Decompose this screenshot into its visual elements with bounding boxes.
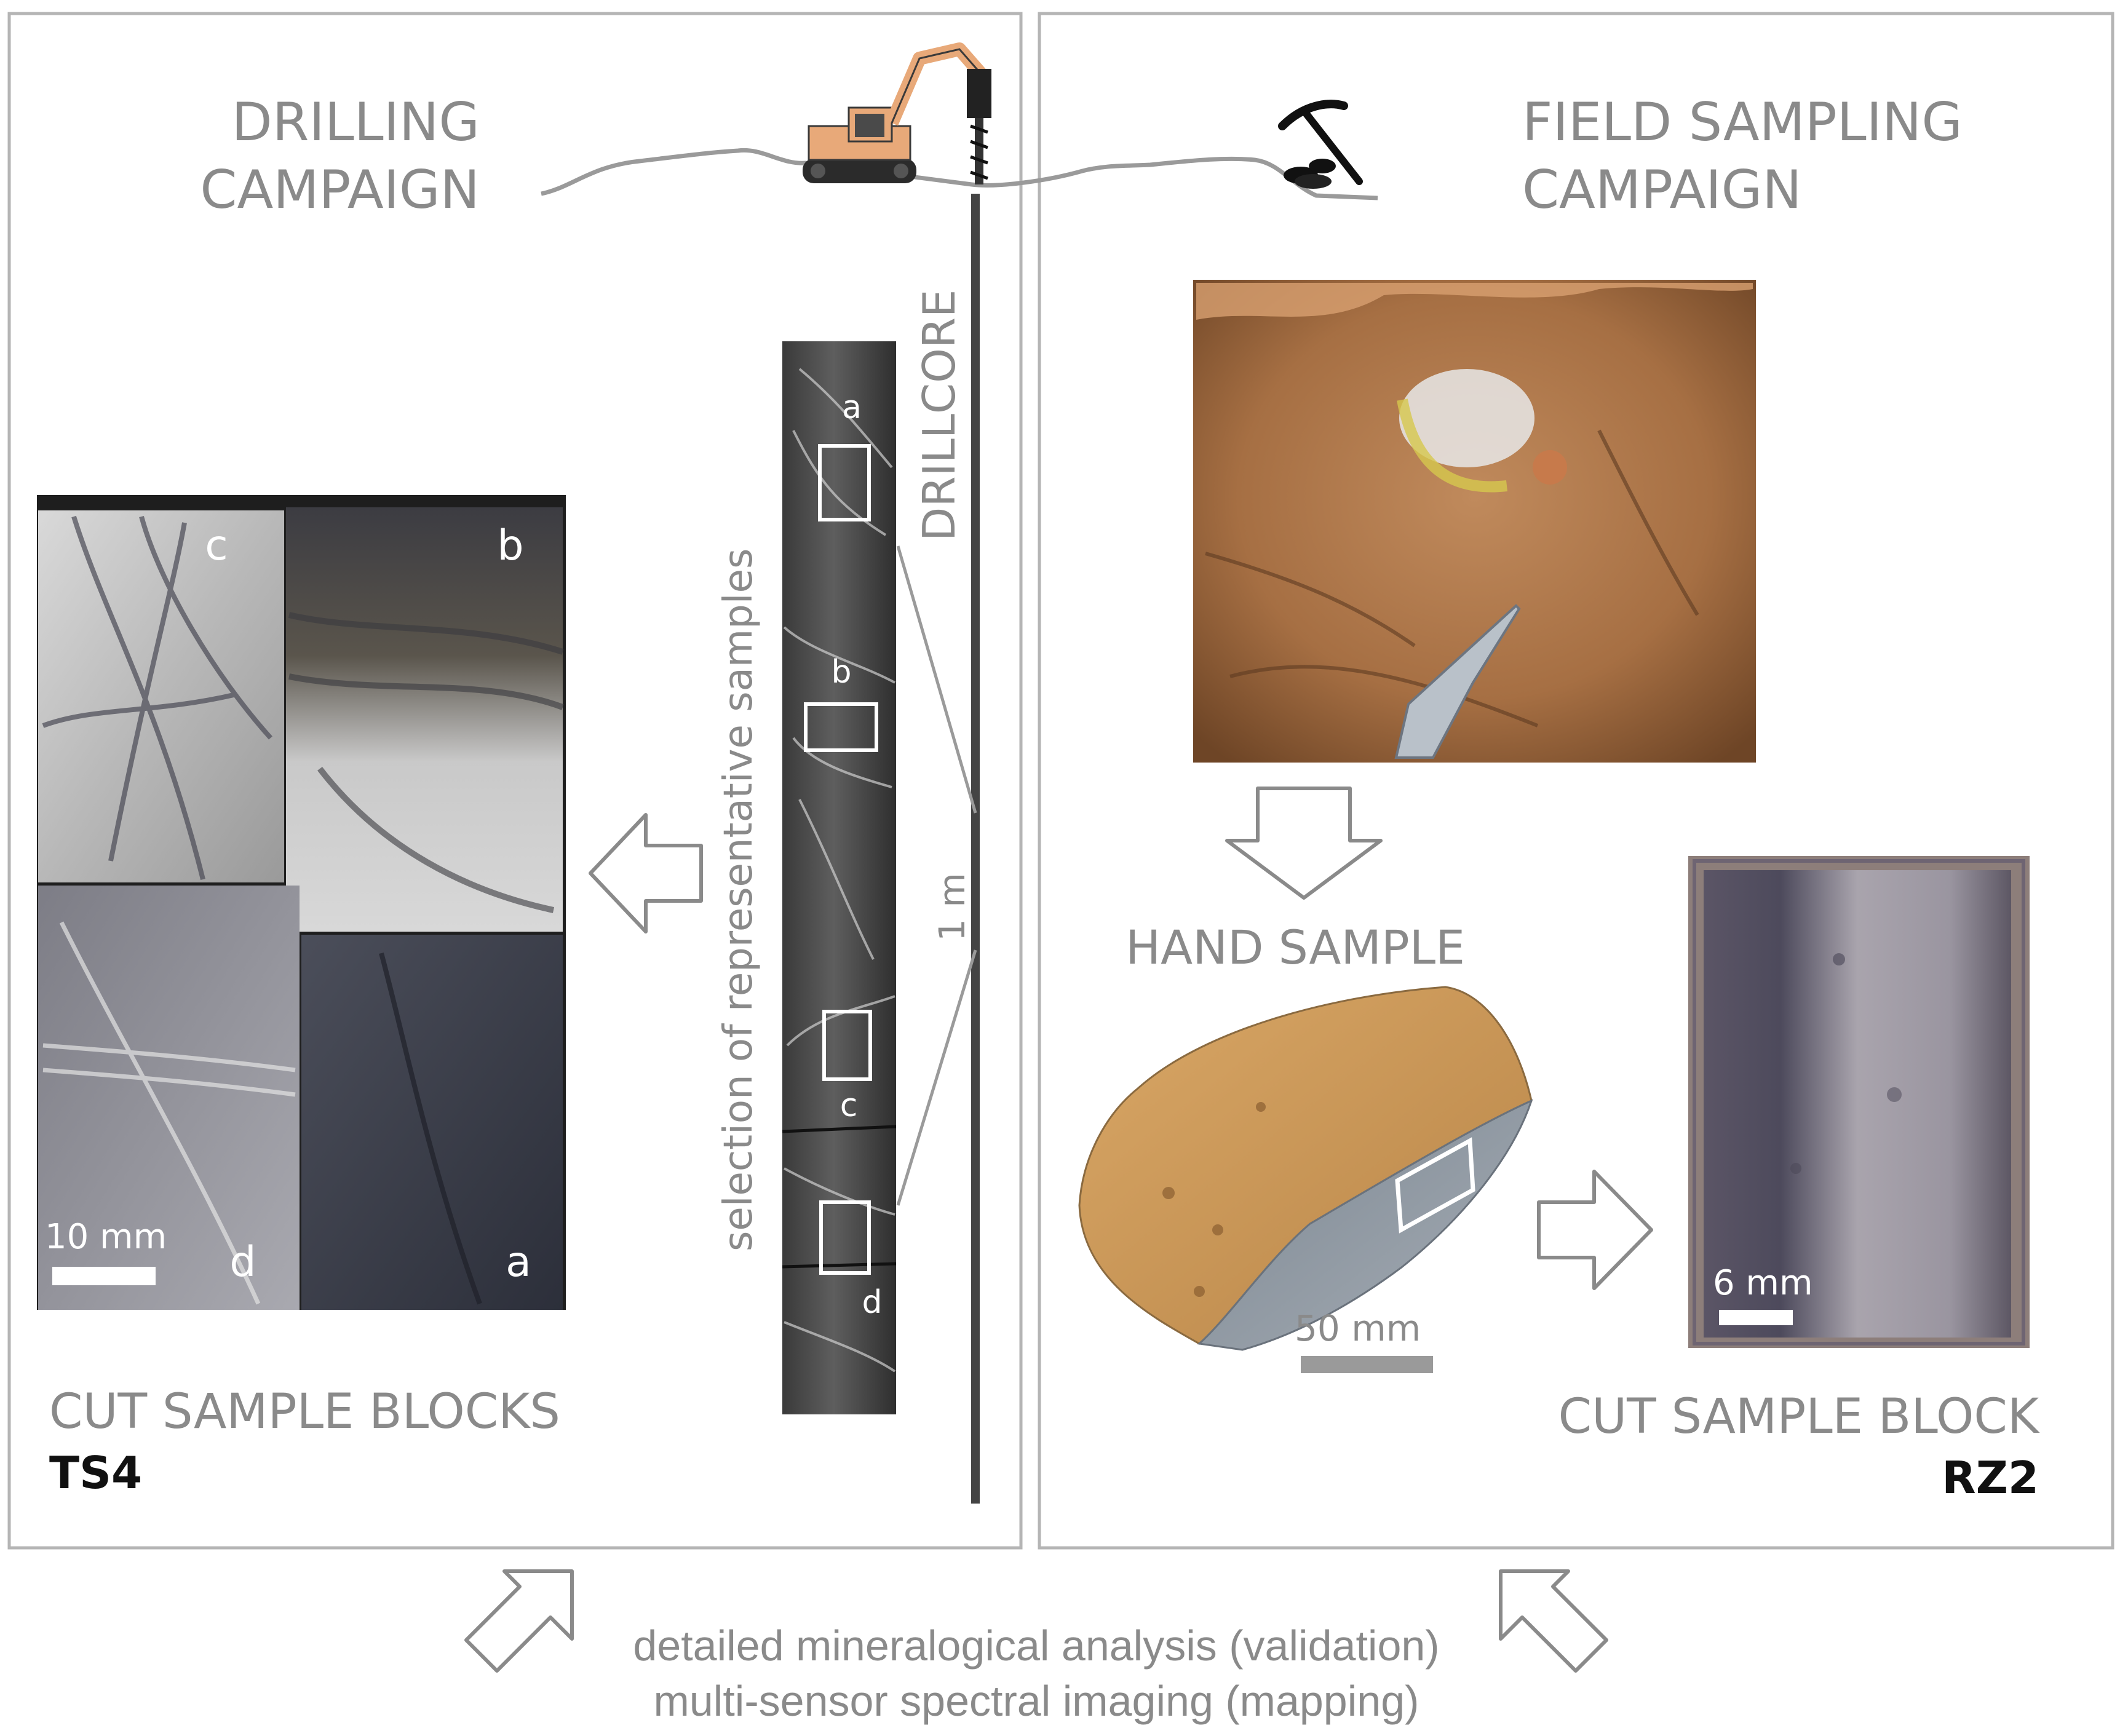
hand-scale-bar <box>1301 1356 1433 1373</box>
core-sample-box-a <box>818 444 871 521</box>
bottom-text-line1: detailed mineralogical analysis (validat… <box>633 1622 1439 1670</box>
bottom-right-arrow-icon <box>1499 1569 1608 1673</box>
hand-sample-photo <box>1078 986 1533 1351</box>
core-sample-box-c <box>822 1010 872 1081</box>
block-label-b: b <box>497 521 523 570</box>
rz2-sample-id: RZ2 <box>1942 1452 2039 1504</box>
core-marker-a: a <box>842 389 862 426</box>
hand-sample-label: HAND SAMPLE <box>1126 920 1465 975</box>
drillcore-photo: a b c d <box>782 341 897 1414</box>
down-arrow-icon <box>1225 787 1383 900</box>
block-label-d: d <box>229 1238 256 1286</box>
rz2-block-photo: 6 mm <box>1688 856 2030 1348</box>
right-panel-frame <box>1038 12 2114 1550</box>
core-connector-top <box>896 545 977 814</box>
drilling-title-line2: CAMPAIGN <box>200 159 480 221</box>
core-sample-box-d <box>819 1200 871 1275</box>
core-marker-b: b <box>831 654 851 691</box>
left-panel-frame <box>7 12 1023 1550</box>
pickaxe-rock-icon <box>1278 100 1363 189</box>
block-d <box>38 886 300 1310</box>
ts4-scale-label: 10 mm <box>45 1217 167 1257</box>
block-a <box>301 935 563 1310</box>
drillcore-label: DRILLCORE <box>913 290 965 541</box>
core-sample-box-b <box>804 702 878 752</box>
block-b <box>286 507 563 932</box>
hand-sample-cut-box <box>1395 1137 1475 1234</box>
block-label-c: c <box>205 521 228 570</box>
block-label-a: a <box>506 1238 531 1286</box>
ts4-caption: CUT SAMPLE BLOCKS <box>49 1384 560 1440</box>
core-marker-c: c <box>840 1087 858 1124</box>
field-title-line2: CAMPAIGN <box>1522 159 1802 221</box>
hand-scale-label: 50 mm <box>1295 1307 1421 1349</box>
core-marker-d: d <box>862 1284 882 1321</box>
core-connector-bottom <box>896 949 977 1206</box>
bottom-left-arrow-icon <box>464 1569 574 1673</box>
ts4-scale-bar <box>52 1267 156 1285</box>
rz2-scale-label: 6 mm <box>1713 1263 1813 1303</box>
rz2-scale-bar <box>1719 1310 1793 1325</box>
field-outcrop-photo <box>1193 280 1756 763</box>
core-length-label: 1 m <box>931 873 973 941</box>
cut-sample-blocks-photo: c b d a 10 mm <box>37 495 566 1310</box>
drilling-title-line1: DRILLING <box>231 92 480 153</box>
bottom-text-line2: multi-sensor spectral imaging (mapping) <box>654 1677 1419 1725</box>
excavator-drill-icon <box>803 42 991 184</box>
right-arrow-icon <box>1537 1170 1653 1290</box>
ts4-sample-id: TS4 <box>49 1447 142 1499</box>
selection-label: selection of representative samples <box>716 549 761 1251</box>
field-title-line1: FIELD SAMPLING <box>1522 92 1963 153</box>
left-arrow-icon <box>589 813 703 933</box>
ground-profile-line <box>541 148 1378 200</box>
rz2-caption: CUT SAMPLE BLOCK <box>1558 1389 2040 1445</box>
